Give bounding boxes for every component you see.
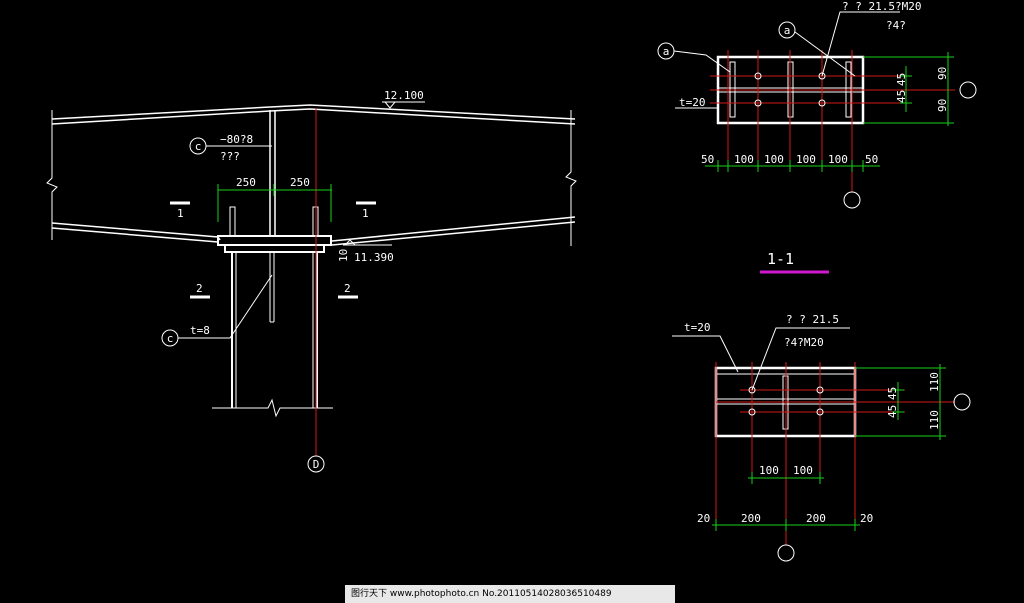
top-bolt-spec: ? ? 21.5?M20 xyxy=(842,0,921,13)
svg-text:a: a xyxy=(784,24,791,37)
bolt-hole xyxy=(754,99,762,107)
stiffener-note: ??? xyxy=(220,150,240,163)
top-plate-view: a a ? ? 21.5?M20 ?4? t=20 50 100 100 100… xyxy=(657,0,977,209)
svg-text:1: 1 xyxy=(362,207,369,220)
axis-bubble-bottom xyxy=(777,544,795,562)
top-dim-45b: 45 xyxy=(895,90,908,103)
bottom-dim-45b: 45 xyxy=(886,405,899,418)
bottom-plate-thickness: t=20 xyxy=(684,321,711,334)
top-dim-90a: 90 xyxy=(936,67,949,80)
section-title: 1-1 xyxy=(767,250,794,268)
svg-text:c: c xyxy=(195,140,202,153)
cap-plate-lower xyxy=(224,244,325,253)
top-dim-45a: 45 xyxy=(895,73,908,86)
beam-top-flange-upper xyxy=(51,104,576,120)
top-dim-100-4: 100 xyxy=(828,153,848,166)
bottom-bolt-spec-1: ? ? 21.5 xyxy=(786,313,839,326)
axis-bubble-bottom-right xyxy=(953,393,971,411)
top-dim-90b: 90 xyxy=(936,99,949,112)
elevation-bottom-label: 11.390 xyxy=(354,251,394,264)
elevation-top-label: 12.100 xyxy=(384,89,424,102)
bottom-dim-200a: 200 xyxy=(741,512,761,525)
axis-bubble-top-right xyxy=(959,81,977,99)
bottom-dim-45a: 45 xyxy=(886,387,899,400)
svg-text:a: a xyxy=(663,45,670,58)
bottom-dim-20b: 20 xyxy=(860,512,873,525)
svg-text:1: 1 xyxy=(177,207,184,220)
top-dim-100-3: 100 xyxy=(796,153,816,166)
break-line-left xyxy=(46,110,58,240)
bolt-hole xyxy=(818,72,826,80)
top-dim-50-left: 50 xyxy=(701,153,714,166)
bolt-hole xyxy=(816,386,824,394)
dim-250-left: 250 xyxy=(236,176,256,189)
svg-text:2: 2 xyxy=(196,282,203,295)
bottom-dim-100a: 100 xyxy=(759,464,779,477)
bottom-dim-100b: 100 xyxy=(793,464,813,477)
beam-top-flange-lower xyxy=(51,108,576,125)
stiffener-spec: −80?8 xyxy=(220,133,253,146)
top-bolt-count: ?4? xyxy=(886,19,906,32)
anchor-bolt-left xyxy=(229,206,236,237)
bottom-dim-200b: 200 xyxy=(806,512,826,525)
plate-t8-label: t=8 xyxy=(190,324,210,337)
beam-bottom-flange-right-2 xyxy=(331,221,576,246)
elevation-marker-bottom xyxy=(344,239,356,246)
column-break-line xyxy=(212,398,333,418)
top-dim-50-right: 50 xyxy=(865,153,878,166)
bolt-hole xyxy=(748,408,756,416)
top-dim-100-1: 100 xyxy=(734,153,754,166)
bolt-hole xyxy=(816,408,824,416)
bottom-bolt-spec-2: ?4?M20 xyxy=(784,336,824,349)
top-dim-100-2: 100 xyxy=(764,153,784,166)
watermark-bar: 图行天下 www.photophoto.cn No.20110514028036… xyxy=(345,585,675,603)
bolt-hole xyxy=(754,72,762,80)
bolt-hole xyxy=(748,386,756,394)
dim-250-right: 250 xyxy=(290,176,310,189)
bottom-dim-110a: 110 xyxy=(928,372,941,392)
elevation-marker-top xyxy=(384,101,396,109)
beam-bottom-flange-left-2 xyxy=(51,227,219,243)
bottom-dim-20a: 20 xyxy=(697,512,710,525)
bolt-hole xyxy=(818,99,826,107)
svg-text:c: c xyxy=(167,332,174,345)
bottom-plate-view: t=20 ? ? 21.5 ?4?M20 100 100 20 200 200 … xyxy=(672,313,971,562)
axis-bubble-d xyxy=(307,455,325,473)
elevation-view: D 12.100 11.390 10 250 250 c −80?8 ??? c… xyxy=(46,89,577,473)
axis-bubble-top-bottom xyxy=(843,191,861,209)
axis-bubble-d-label: D xyxy=(313,458,320,471)
break-line-right xyxy=(565,110,577,246)
svg-text:2: 2 xyxy=(344,282,351,295)
dim-10-label: 10 xyxy=(337,249,350,262)
cap-plate-upper xyxy=(217,235,332,246)
beam-bottom-flange-right-1 xyxy=(331,216,576,242)
bottom-dim-110b: 110 xyxy=(928,410,941,430)
top-plate-thickness: t=20 xyxy=(679,96,706,109)
callout-bubble-a-top xyxy=(778,21,796,39)
beam-bottom-flange-left-1 xyxy=(51,222,221,241)
